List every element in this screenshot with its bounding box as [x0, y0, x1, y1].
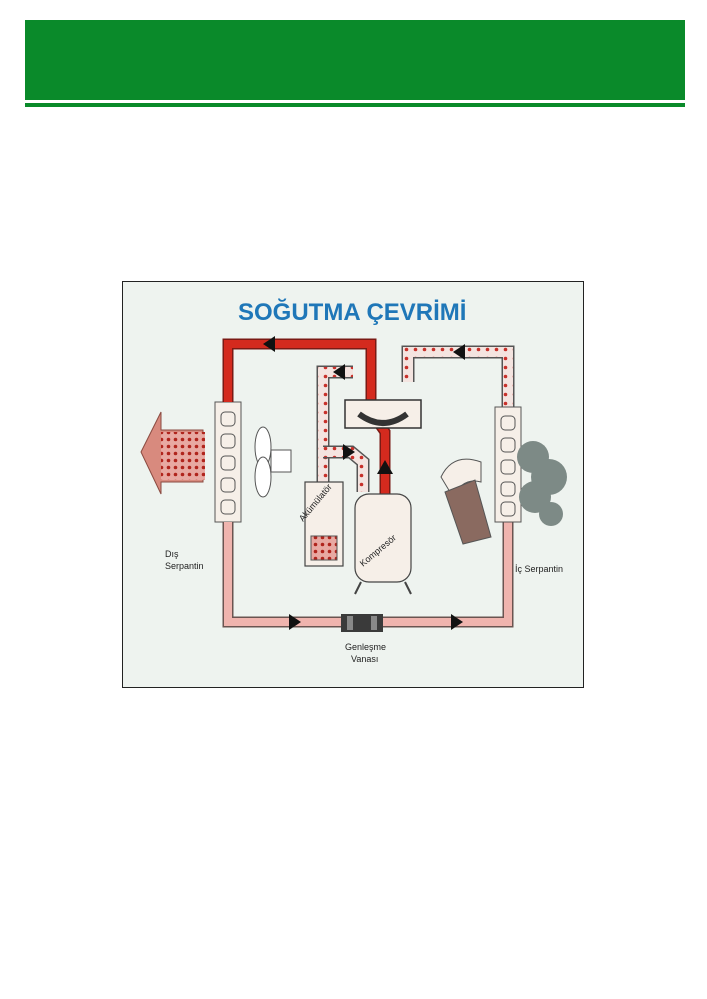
indoor-airflow-cloud — [517, 441, 567, 526]
expansion-valve-label-line2: Vanası — [351, 654, 378, 664]
refrigeration-cycle-figure: SOĞUTMA ÇEVRİMİ — [122, 281, 584, 688]
outdoor-airflow-arrow — [140, 411, 205, 495]
header-rule — [25, 103, 685, 107]
refrigeration-cycle-diagram: SOĞUTMA ÇEVRİMİ — [140, 298, 567, 664]
condenser-fan — [254, 426, 292, 498]
flow-arrow — [377, 460, 393, 474]
flow-arrow — [451, 614, 463, 630]
compressor — [354, 493, 412, 595]
discharge-line — [222, 338, 391, 502]
outdoor-coil-label-line2: Serpantin — [165, 561, 204, 571]
expansion-valve — [341, 614, 383, 632]
diagram-title: SOĞUTMA ÇEVRİMİ — [238, 298, 466, 326]
flow-arrow — [453, 344, 465, 360]
flow-arrow — [263, 336, 275, 352]
outdoor-coil-label-line1: Dış — [165, 549, 179, 559]
outdoor-coil — [214, 401, 242, 523]
flow-arrow — [289, 614, 301, 630]
indoor-blower — [440, 458, 492, 545]
expansion-valve-label-line1: Genleşme — [345, 642, 386, 652]
accumulator — [304, 481, 344, 567]
flow-arrow — [343, 444, 355, 460]
indoor-coil — [494, 406, 522, 523]
header-bar — [25, 20, 685, 100]
indoor-coil-label: İç Serpantin — [515, 564, 563, 574]
reversing-valve — [344, 399, 422, 429]
flow-arrow — [333, 364, 345, 380]
